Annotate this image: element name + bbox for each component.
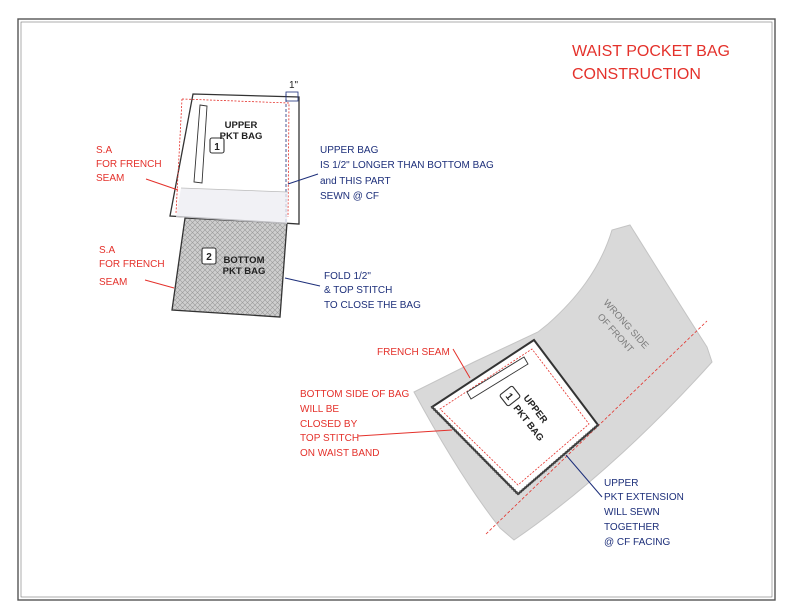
svg-text:SEWN @ CF: SEWN @ CF <box>320 191 379 202</box>
svg-text:IS 1/2" LONGER THAN BOTTOM BAG: IS 1/2" LONGER THAN BOTTOM BAG <box>320 160 494 171</box>
svg-text:FOLD 1/2": FOLD 1/2" <box>324 271 371 282</box>
svg-text:TOP STITCH: TOP STITCH <box>300 433 359 444</box>
note-upper-bag-longer: UPPER BAG IS 1/2" LONGER THAN BOTTOM BAG… <box>287 145 494 202</box>
svg-text:BOTTOM SIDE OF BAG: BOTTOM SIDE OF BAG <box>300 389 409 400</box>
svg-text:TO CLOSE THE BAG: TO CLOSE THE BAG <box>324 300 421 311</box>
svg-text:UPPER: UPPER <box>604 478 638 489</box>
note-bottom-side: BOTTOM SIDE OF BAG WILL BE CLOSED BY TOP… <box>300 389 453 459</box>
bottom-bag-number-box <box>201 247 217 265</box>
upper-bag-number: 1 <box>214 142 220 153</box>
svg-text:FOR FRENCH: FOR FRENCH <box>99 259 165 270</box>
svg-text:S.A: S.A <box>96 145 112 156</box>
note-fold-top-stitch: FOLD 1/2" & TOP STITCH TO CLOSE THE BAG <box>284 271 421 311</box>
title-line-2: CONSTRUCTION <box>572 66 701 83</box>
sewn-bag-number-box <box>499 385 521 407</box>
svg-text:FOR FRENCH: FOR FRENCH <box>96 159 162 170</box>
svg-text:CLOSED BY: CLOSED BY <box>300 419 358 430</box>
note-sa-french-1: S.A FOR FRENCH SEAM <box>96 145 179 191</box>
svg-text:@ CF FACING: @ CF FACING <box>604 537 670 548</box>
note-french-seam: FRENCH SEAM <box>377 347 471 379</box>
svg-text:WILL BE: WILL BE <box>300 404 339 415</box>
note-extension: UPPER PKT EXTENSION WILL SEWN TOGETHER @… <box>565 454 684 548</box>
note-sa-french-2: S.A FOR FRENCH SEAM <box>99 245 175 289</box>
sewn-pocket-bag <box>430 338 600 496</box>
svg-text:UPPER BAG: UPPER BAG <box>320 145 379 156</box>
inner-frame <box>20 21 773 598</box>
svg-text:SEAM: SEAM <box>99 277 127 288</box>
title-line-1: WAIST POCKET BAG <box>572 43 730 60</box>
svg-text:PKT EXTENSION: PKT EXTENSION <box>604 492 684 503</box>
svg-text:TOGETHER: TOGETHER <box>604 522 659 533</box>
one-inch-box <box>285 91 299 102</box>
svg-text:ON WAIST BAND: ON WAIST BAND <box>300 448 379 459</box>
bottom-bag-number: 2 <box>206 252 212 263</box>
svg-text:WILL SEWN: WILL SEWN <box>604 507 660 518</box>
svg-text:FRENCH SEAM: FRENCH SEAM <box>377 347 450 358</box>
upper-bag-label-2: PKT BAG <box>220 131 263 142</box>
sewn-bag-number: 1 <box>503 391 515 403</box>
bottom-bag-label-1: BOTTOM <box>224 255 265 266</box>
measure-label: 1" <box>289 80 299 91</box>
bottom-bag-label-2: PKT BAG <box>223 266 266 277</box>
upper-pocket-bag <box>169 93 300 225</box>
upper-bag-label-1: UPPER <box>225 120 258 131</box>
svg-text:S.A: S.A <box>99 245 115 256</box>
svg-text:SEAM: SEAM <box>96 173 124 184</box>
upper-bag-number-box <box>209 137 225 154</box>
outer-frame <box>17 18 776 601</box>
svg-text:and THIS PART: and THIS PART <box>320 176 391 187</box>
sewn-bag-number-group: 1 <box>499 385 521 407</box>
svg-text:& TOP STITCH: & TOP STITCH <box>324 285 392 296</box>
